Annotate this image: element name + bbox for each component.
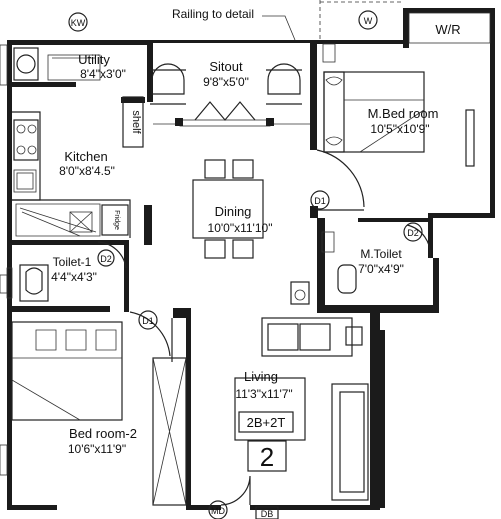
d1-top-tag: D1 — [314, 196, 326, 206]
tags: Railing to detail KW W shelf Fridge D1 D… — [68, 7, 423, 519]
mtoilet-name: M.Toilet — [360, 247, 402, 261]
dining-name: Dining — [215, 204, 252, 219]
living-dim: 11'3"x11'7" — [235, 387, 292, 401]
walls — [7, 8, 495, 510]
d2-left-tag: D2 — [100, 254, 112, 264]
master-bed-dim: 10'5"x10'9" — [370, 122, 429, 136]
md-marker — [208, 500, 228, 519]
toilet1-name: Toilet-1 — [53, 255, 92, 269]
shelf-tag: shelf — [130, 110, 142, 134]
utility-name: Utility — [78, 52, 110, 67]
bed2-dim: 10'6"x11'9" — [68, 442, 126, 456]
type-tag: 2B+2T — [247, 415, 286, 430]
type-box — [238, 411, 294, 433]
dining-dim: 10'0"x11'10" — [208, 221, 273, 235]
d1-bed-tag: D1 — [142, 316, 154, 326]
master-bed-name: M.Bed room — [368, 106, 439, 121]
fridge-tag: Fridge — [113, 210, 120, 230]
unit-box — [247, 440, 287, 472]
railing-note: Railing to detail — [172, 7, 254, 21]
living-name: Living — [244, 369, 278, 384]
d2-right-marker — [403, 222, 423, 242]
d2-right-tag: D2 — [407, 228, 419, 238]
db-box — [255, 506, 279, 519]
mtoilet-dim: 7'0"x4'9" — [358, 262, 404, 276]
kw-marker — [68, 12, 88, 32]
sitout-dim: 9'8"x5'0" — [203, 75, 249, 89]
unit-tag: 2 — [260, 442, 274, 472]
toilet1-dim: 4'4"x4'3" — [51, 270, 97, 284]
utility-dim: 8'4"x3'0" — [80, 67, 126, 81]
w-marker — [358, 10, 378, 30]
kw-tag: KW — [71, 18, 86, 28]
d1-bed-marker — [138, 310, 158, 330]
w-tag: W — [364, 16, 373, 26]
bed2-name: Bed room-2 — [69, 426, 137, 441]
detail-lines — [0, 0, 491, 506]
md-tag: MD — [211, 506, 225, 516]
kitchen-dim: 8'0"x8'4.5" — [59, 164, 115, 178]
d2-left-marker — [97, 249, 115, 267]
d1-top-marker — [310, 190, 330, 210]
wr-name: W/R — [435, 22, 460, 37]
kitchen-name: Kitchen — [64, 149, 107, 164]
room-labels: Utility 8'4"x3'0" Sitout 9'8"x5'0" M.Bed… — [51, 22, 461, 456]
sitout-name: Sitout — [209, 59, 243, 74]
db-tag: DB — [261, 509, 274, 519]
